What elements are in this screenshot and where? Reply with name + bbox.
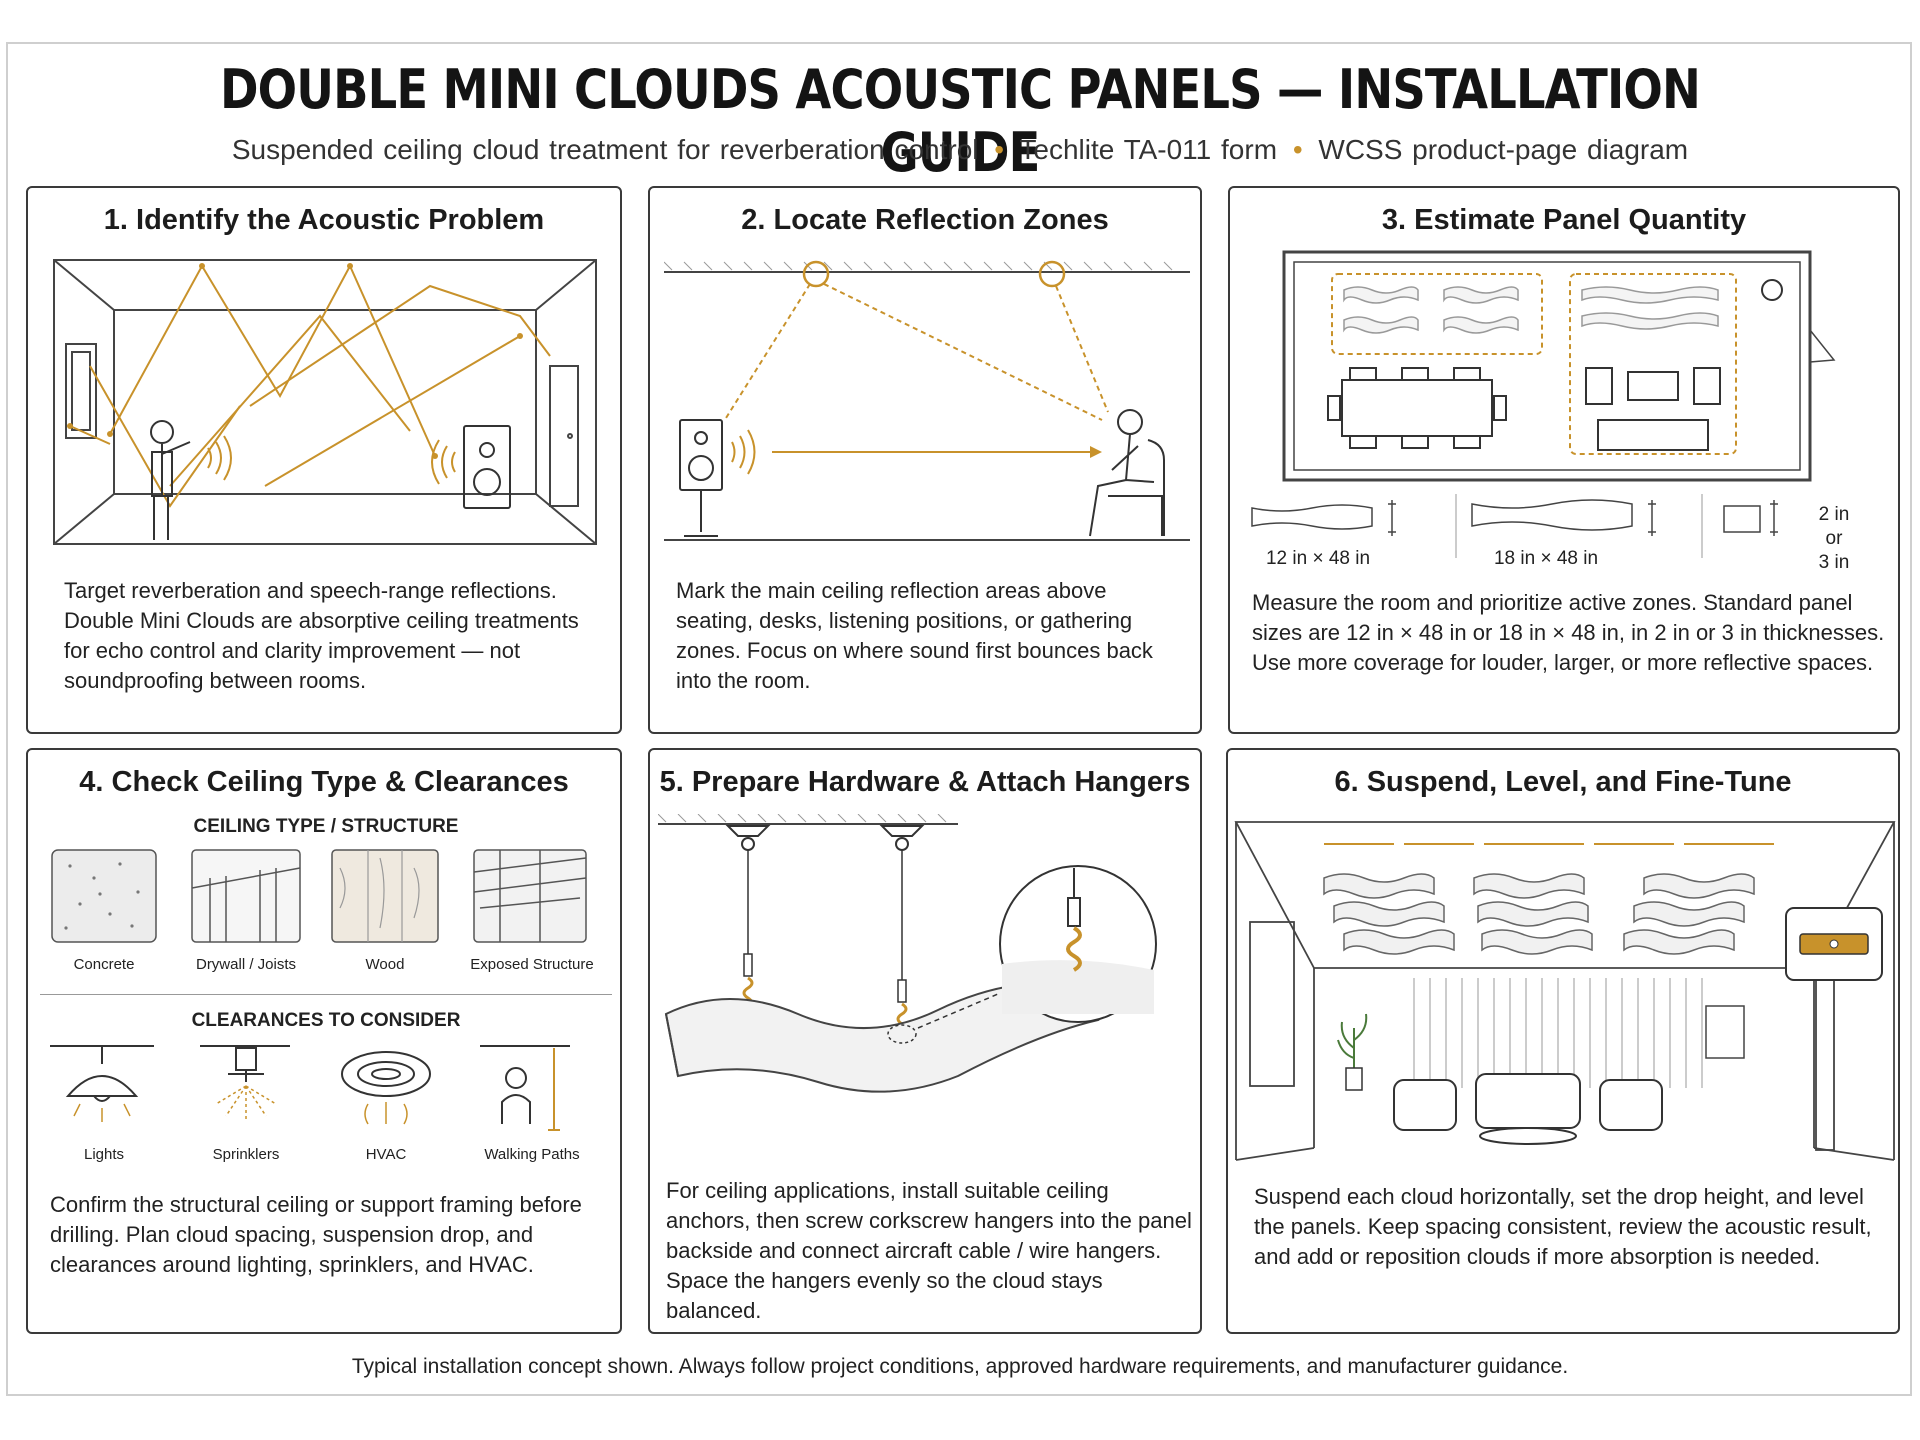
thickness-or-label: or (1825, 528, 1843, 549)
step-6-title: 6. Suspend, Level, and Fine-Tune (1334, 766, 1792, 798)
ceiling-type-wood-label: Wood (365, 956, 405, 973)
hanger-attachment-illustration (658, 814, 1157, 1093)
clearance-walking-paths-label: Walking Paths (484, 1146, 580, 1163)
walking-path-icon (480, 1045, 570, 1124)
step-4-title: 4. Check Ceiling Type & Clearances (79, 766, 569, 798)
step-2-panel: 2. Locate Reflection Zones Mark the main… (648, 186, 1202, 734)
step-2-description: Mark the main ceiling reflection areas a… (676, 578, 1153, 693)
step-3-panel: 3. Estimate Panel Quantity (1228, 186, 1900, 734)
subtitle-part-1: Suspended ceiling cloud treatment for re… (231, 134, 979, 165)
step-4-panel: 4. Check Ceiling Type & Clearances CEILI… (26, 748, 622, 1334)
step-6-panel: 6. Suspend, Level, and Fine-Tune (1226, 748, 1900, 1334)
light-icon (50, 1045, 154, 1102)
suspended-clouds-illustration (1234, 821, 1896, 1161)
subtitle-separator-icon: • (994, 134, 1005, 165)
panel-sizes-illustration (1251, 494, 1778, 558)
thickness-2in-label: 2 in (1818, 504, 1850, 525)
subtitle-separator-icon: • (1292, 134, 1303, 165)
step-2-title: 2. Locate Reflection Zones (741, 204, 1109, 236)
step-6-description: Suspend each cloud horizontally, set the… (1254, 1184, 1872, 1269)
hvac-icon (341, 1051, 431, 1097)
subtitle-part-3: WCSS product-page diagram (1318, 134, 1689, 165)
step-3-title: 3. Estimate Panel Quantity (1381, 204, 1747, 236)
step-5-description: For ceiling applications, install suitab… (666, 1178, 1192, 1323)
thickness-3in-label: 3 in (1818, 552, 1850, 573)
reflection-zones-illustration (664, 260, 1190, 541)
footer-note: Typical installation concept shown. Alwa… (351, 1355, 1569, 1378)
floor-plan-illustration (1282, 250, 1836, 482)
ceiling-types-illustration (51, 849, 587, 943)
page-title: DOUBLE MINI CLOUDS ACOUSTIC PANELS — INS… (219, 58, 1701, 184)
ceiling-type-heading: CEILING TYPE / STRUCTURE (193, 816, 459, 837)
ceiling-type-concrete-label: Concrete (73, 956, 135, 973)
step-5-title: 5. Prepare Hardware & Attach Hangers (659, 766, 1191, 798)
clearances-illustration (50, 1045, 570, 1131)
step-5-panel: 5. Prepare Hardware & Attach Hangers For… (648, 748, 1202, 1334)
clearances-heading: CLEARANCES TO CONSIDER (191, 1010, 461, 1031)
step-4-description: Confirm the structural ceiling or suppor… (50, 1192, 582, 1277)
step-3-description: Measure the room and prioritize active z… (1252, 590, 1885, 675)
ceiling-type-drywall-label: Drywall / Joists (195, 956, 296, 973)
ceiling-type-exposed-label: Exposed Structure (470, 956, 594, 973)
page-subtitle: Suspended ceiling cloud treatment for re… (0, 134, 1920, 166)
size-12x48-label: 12 in × 48 in (1265, 548, 1371, 569)
room-reflection-illustration (53, 259, 597, 545)
step-1-description: Target reverberation and speech-range re… (64, 578, 579, 693)
size-18x48-label: 18 in × 48 in (1493, 548, 1599, 569)
clearance-hvac-label: HVAC (365, 1146, 407, 1163)
subtitle-part-2: Techlite TA-011 form (1019, 134, 1278, 165)
step-1-panel: 1. Identify the Acoustic Problem (26, 186, 622, 734)
clearance-sprinklers-label: Sprinklers (212, 1146, 280, 1163)
step-1-title: 1. Identify the Acoustic Problem (103, 204, 545, 236)
section-divider (40, 994, 612, 995)
sprinkler-icon (200, 1045, 290, 1082)
clearance-lights-label: Lights (83, 1146, 125, 1163)
